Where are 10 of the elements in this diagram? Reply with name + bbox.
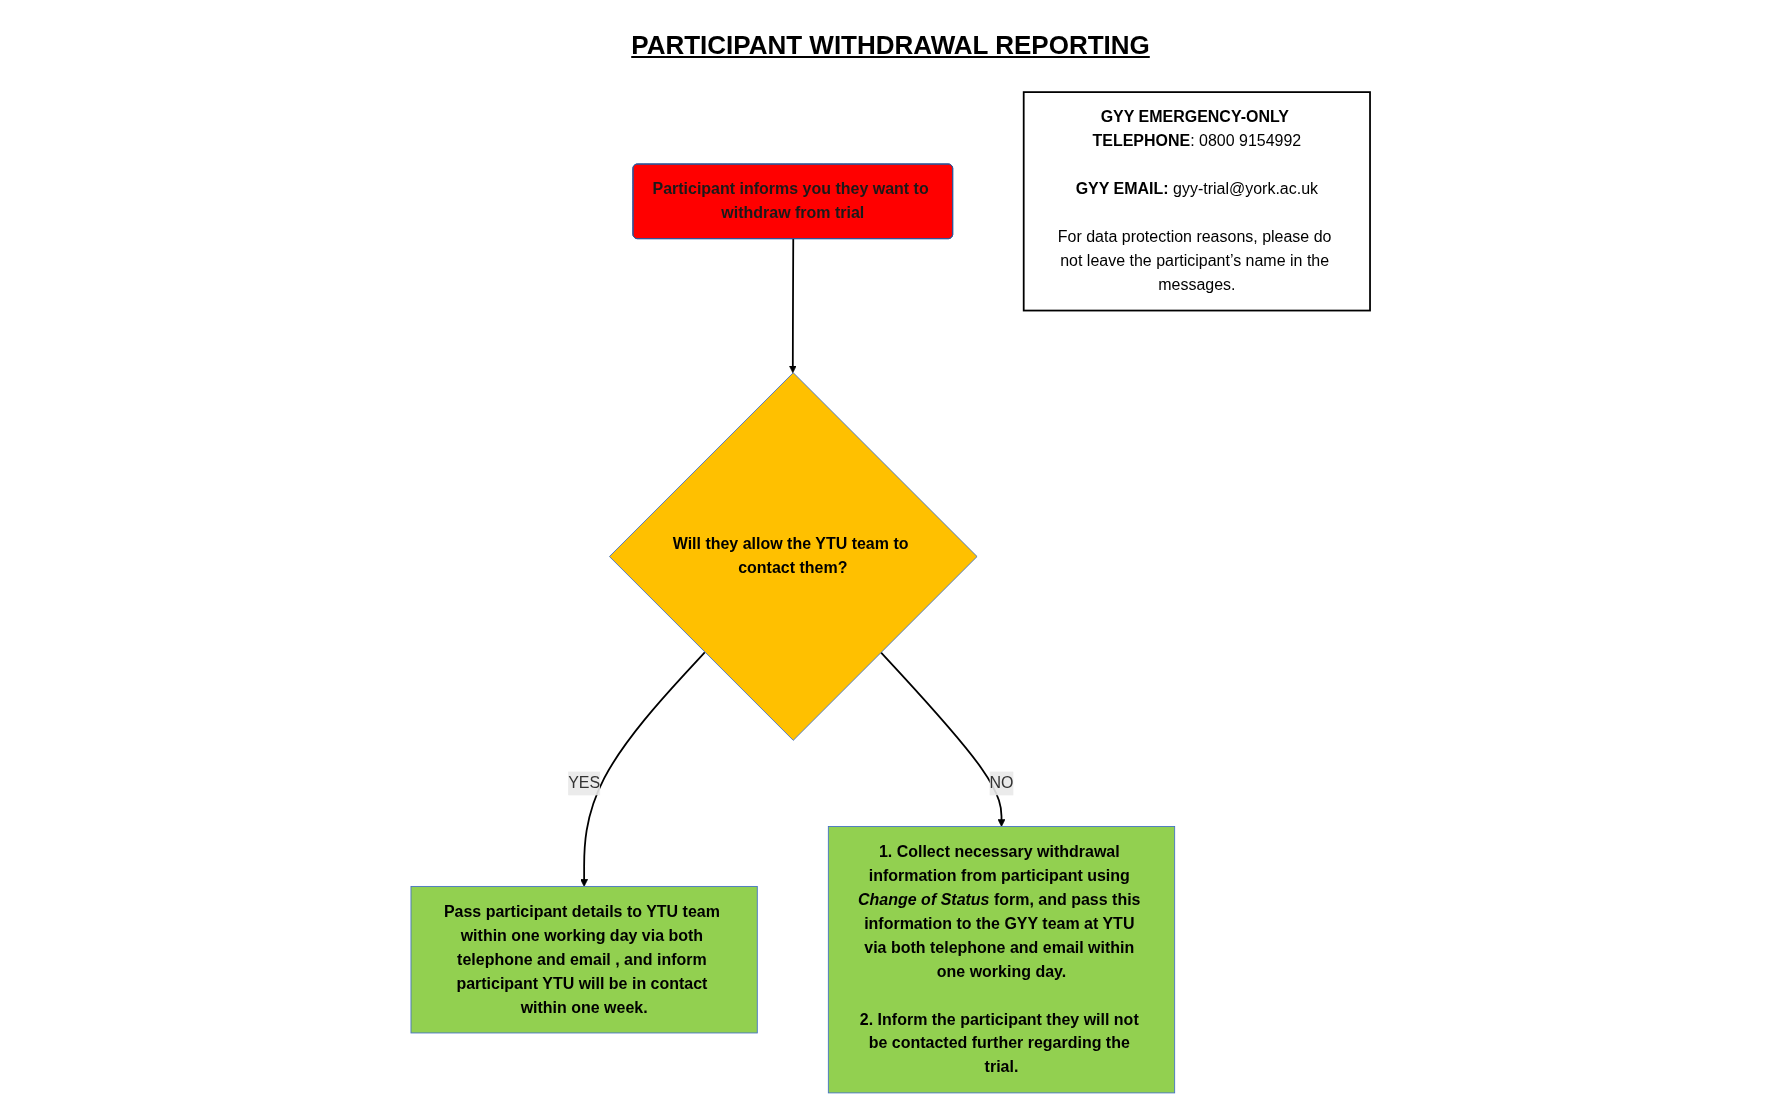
node-box: 1. Collect necessary withdrawal information from participant using Change of Status form, and pass this information to the GYY team at YTU via both telephone and email within one working day. 2. Inform the participant they will not be contacted further regarding the trial.	[827, 826, 1176, 1094]
edge-label: NO	[989, 774, 1014, 792]
arrow	[788, 238, 797, 374]
node-box: Pass participant details to YTU team within one working day via both telephone and email , and inform participant YTU will be in contact within one week.	[410, 886, 758, 1034]
edge-label: YES	[568, 774, 601, 792]
node-box: GYY EMERGENCY-ONLY TELEPHONE: 0800 9154992 GYY EMAIL: gyy-trial@york.ac.uk For data protection reasons, please do not leave the participant’s name in the messages.	[1022, 91, 1371, 312]
arrow	[880, 651, 1006, 827]
arrow	[580, 651, 706, 887]
node-diamond: Will they allow the YTU team to contact them?	[609, 372, 978, 741]
diagram-title: PARTICIPANT WITHDRAWAL REPORTING	[630, 30, 1151, 61]
